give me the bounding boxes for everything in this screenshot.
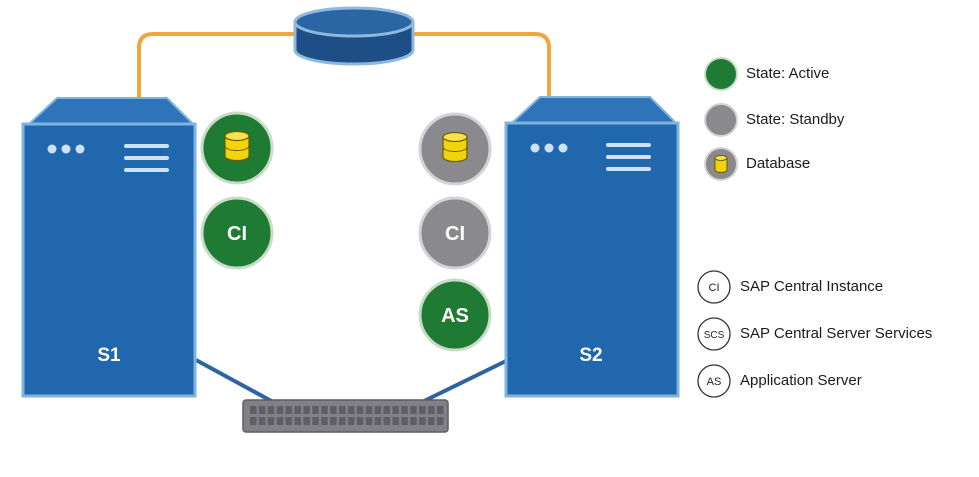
legend-active-label: State: Active <box>746 65 830 82</box>
network-link-s2 <box>419 358 509 405</box>
database-icon <box>714 155 728 173</box>
legend-as-badge: AS <box>697 364 731 398</box>
switch-port <box>285 417 293 425</box>
switch-port <box>267 406 275 414</box>
switch-port <box>258 417 266 425</box>
network-link-s1 <box>195 358 276 405</box>
server-s2-status-leds <box>530 143 568 153</box>
switch-port <box>374 417 382 425</box>
switch-port <box>276 417 284 425</box>
shared-storage-icon <box>293 6 415 66</box>
switch-port <box>347 406 355 414</box>
switch-port <box>374 406 382 414</box>
s2-central-instance-standby: CI <box>418 196 492 270</box>
switch-port <box>392 406 399 414</box>
switch-port <box>285 406 293 414</box>
switch-port <box>419 406 426 414</box>
s2-as-label: AS <box>441 305 469 327</box>
legend-scs-badge: SCS <box>697 317 731 351</box>
s2-ci-label: CI <box>445 223 465 245</box>
legend-ci-abbr: CI <box>709 282 720 294</box>
switch-port <box>303 406 310 414</box>
switch-port <box>365 406 373 414</box>
switch-port <box>392 417 399 425</box>
switch-port <box>383 406 390 414</box>
server-s2-vent-icon <box>606 143 651 171</box>
switch-port <box>294 417 301 425</box>
switch-port <box>250 417 257 425</box>
switch-port <box>321 406 328 414</box>
network-switch-icon <box>242 399 449 433</box>
switch-port <box>410 406 417 414</box>
switch-port <box>401 406 408 414</box>
switch-port <box>383 417 390 425</box>
legend-standby-swatch <box>704 103 738 137</box>
switch-ports <box>250 406 444 425</box>
database-icon <box>442 131 468 163</box>
s1-central-instance-active: CI <box>200 196 274 270</box>
switch-port <box>303 417 310 425</box>
switch-port <box>258 406 266 414</box>
switch-port <box>365 417 373 425</box>
server-s1-label: S1 <box>97 345 121 366</box>
switch-port <box>410 417 417 425</box>
legend-as-label: Application Server <box>740 372 862 389</box>
server-s1-status-leds <box>47 144 85 154</box>
s1-ci-label: CI <box>227 223 247 245</box>
switch-port <box>330 406 337 414</box>
legend-database-label: Database <box>746 155 811 172</box>
storage-link-s1 <box>137 32 298 98</box>
switch-port <box>436 417 444 425</box>
s2-database-standby <box>418 112 492 186</box>
switch-port <box>419 417 426 425</box>
legend-as-abbr: AS <box>707 376 722 388</box>
storage-link-s2 <box>410 32 551 98</box>
legend-scs-label: SAP Central Server Services <box>740 325 933 342</box>
legend-active-swatch <box>704 57 738 91</box>
switch-port <box>330 417 337 425</box>
switch-port <box>276 406 284 414</box>
switch-port <box>321 417 328 425</box>
s2-application-server-active: AS <box>418 278 492 352</box>
legend-database-swatch <box>704 147 738 181</box>
switch-port <box>356 417 364 425</box>
switch-port <box>339 406 346 414</box>
switch-port <box>250 406 257 414</box>
switch-port <box>339 417 346 425</box>
legend-ci-label: SAP Central Instance <box>740 278 884 295</box>
legend-scs-abbr: SCS <box>704 330 725 341</box>
switch-port <box>428 406 435 414</box>
server-s1: S1 <box>21 97 197 398</box>
switch-port <box>401 417 408 425</box>
server-s1-vent-icon <box>124 144 169 172</box>
server-s2: S2 <box>504 96 680 398</box>
switch-port <box>436 406 444 414</box>
legend-ci-badge: CI <box>697 270 731 304</box>
switch-port <box>428 417 435 425</box>
database-icon <box>224 130 250 162</box>
switch-port <box>356 406 364 414</box>
s1-database-active <box>200 111 274 185</box>
legend-standby-label: State: Standby <box>746 111 845 128</box>
switch-port <box>347 417 355 425</box>
server-s2-label: S2 <box>579 345 602 366</box>
switch-port <box>294 406 301 414</box>
switch-port <box>312 417 319 425</box>
switch-port <box>267 417 275 425</box>
switch-port <box>312 406 319 414</box>
